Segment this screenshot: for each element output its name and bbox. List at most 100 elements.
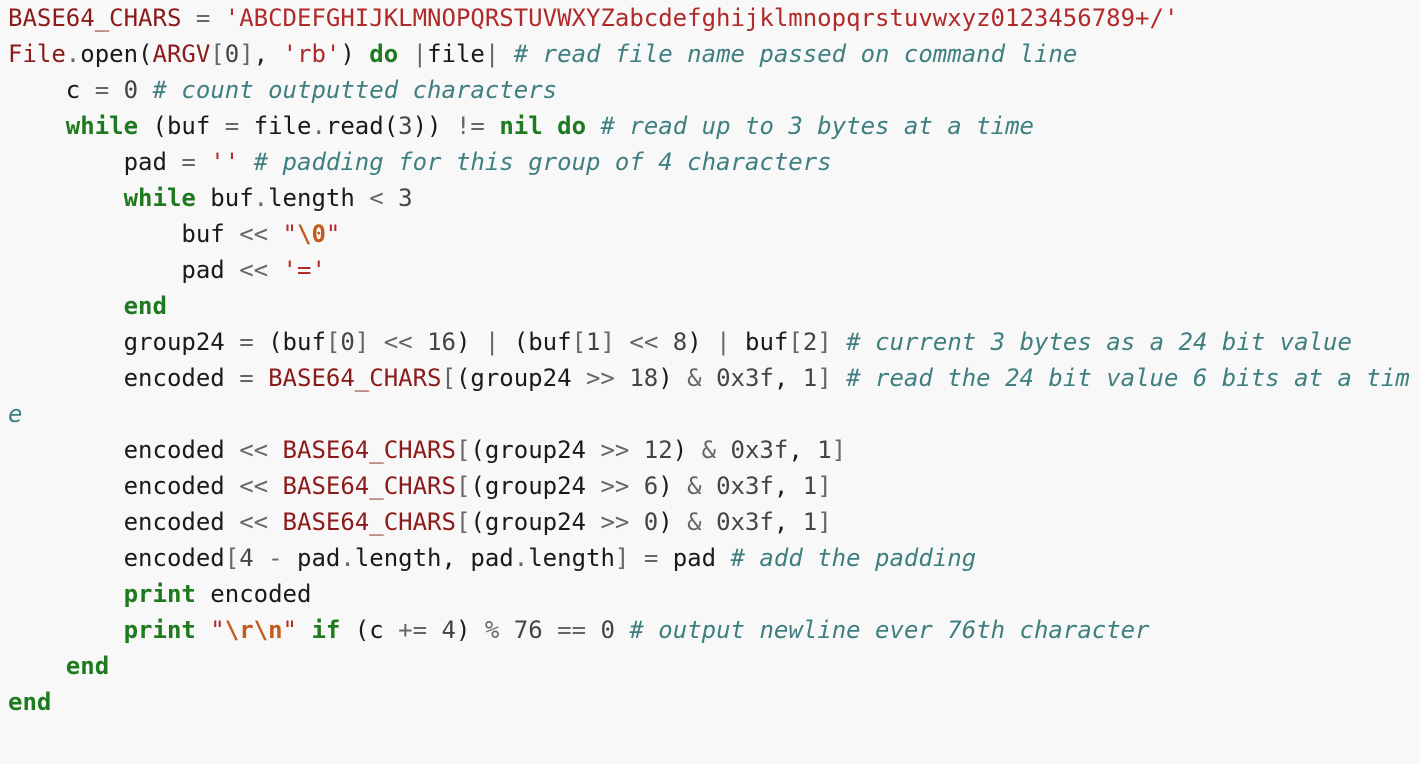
operator-token: | [412,40,428,68]
code-text: pad [8,256,240,284]
comment-token: # add the padding [730,544,977,572]
operator-token: ] [817,508,832,536]
code-text: ) [340,40,370,68]
code-text [268,472,282,500]
code-text [413,328,427,356]
operator-token: . [253,184,269,212]
operator-token: | [484,328,500,356]
code-text [297,616,311,644]
operator-token: >> [600,472,630,500]
code-text: file [427,40,485,68]
code-text: , [253,40,283,68]
operator-token: . [311,112,326,140]
operator-token: ] [600,328,615,356]
comment-token: # count outputted characters [152,76,558,104]
code-text: ) [658,472,688,500]
code-text [8,580,124,608]
code-text [499,616,513,644]
operator-token: ] [817,328,832,356]
code-text: encoded [8,508,240,536]
code-text [239,148,253,176]
operator-token: [ [455,436,471,464]
code-text [398,40,412,68]
number-token: 0 [224,40,240,68]
number-token: 0x3f [716,472,774,500]
number-token: 1 [802,472,818,500]
operator-token: ] [354,328,370,356]
number-token: 3 [398,112,413,140]
code-text: encoded [8,544,225,572]
operator-token: [ [455,508,471,536]
code-text: , [773,472,803,500]
comment-token: # padding for this group of 4 characters [253,148,832,176]
number-token: 1 [586,328,601,356]
operator-token: . [340,544,355,572]
code-text [702,472,716,500]
number-token: 0 [600,616,615,644]
keyword-token: end [8,688,52,716]
code-text: (group24 [470,436,601,464]
operator-token: = [224,112,240,140]
code-text [8,184,124,212]
operator-token: >> [600,508,630,536]
code-line: pad = '' # padding for this group of 4 c… [8,144,1412,180]
number-token: 16 [427,328,456,356]
code-text: pad [658,544,731,572]
constant-token: BASE64_CHARS [8,4,182,32]
code-text: )) [412,112,456,140]
number-token: 0 [123,76,139,104]
code-text: length [268,184,370,212]
operator-token: ] [831,436,847,464]
code-line: while (buf = file.read(3)) != nil do # r… [8,108,1412,144]
code-text [485,112,499,140]
operator-token: & [701,436,717,464]
code-text [196,616,210,644]
operator-token: [ [224,544,240,572]
code-text: , [773,364,803,392]
code-text [702,364,716,392]
operator-token: = [643,544,659,572]
number-token: 1 [817,436,832,464]
comment-token: # current 3 bytes as a 24 bit value [846,328,1352,356]
code-text: ) [658,364,688,392]
operator-token: . [65,40,81,68]
code-line: end [8,648,1412,684]
code-text [8,652,66,680]
operator-token: << [629,328,659,356]
code-text [716,436,730,464]
code-text [586,616,600,644]
code-text: encoded [8,364,240,392]
keyword-token: do [369,40,399,68]
operator-token: = [94,76,110,104]
operator-token: | [716,328,731,356]
code-line: c = 0 # count outputted characters [8,72,1412,108]
keyword-token: print [123,580,196,608]
code-text [629,472,643,500]
operator-token: [ [455,472,471,500]
code-text: (buf [138,112,225,140]
code-text [210,4,224,32]
code-line: end [8,288,1412,324]
number-token: 4 [441,616,456,644]
keyword-token: do [557,112,587,140]
number-token: 0x3f [730,436,789,464]
string-token: 'ABCDEFGHIJKLMNOPQRSTUVWXYZabcdefghijklm… [224,4,1179,32]
code-text [369,328,383,356]
string-token: '' [210,148,240,176]
operator-token: << [239,472,269,500]
code-text [832,328,846,356]
code-text [629,544,643,572]
operator-token: == [557,616,587,644]
code-text [254,364,268,392]
operator-token: << [239,220,269,248]
string-token: '=' [282,256,326,284]
code-text [615,364,629,392]
constant-token: File [8,40,66,68]
keyword-token: print [123,616,196,644]
code-text: encoded [195,580,312,608]
code-text [586,112,600,140]
code-text [615,328,629,356]
code-text [615,616,629,644]
code-text: (buf [253,328,326,356]
operator-token: << [239,256,269,284]
